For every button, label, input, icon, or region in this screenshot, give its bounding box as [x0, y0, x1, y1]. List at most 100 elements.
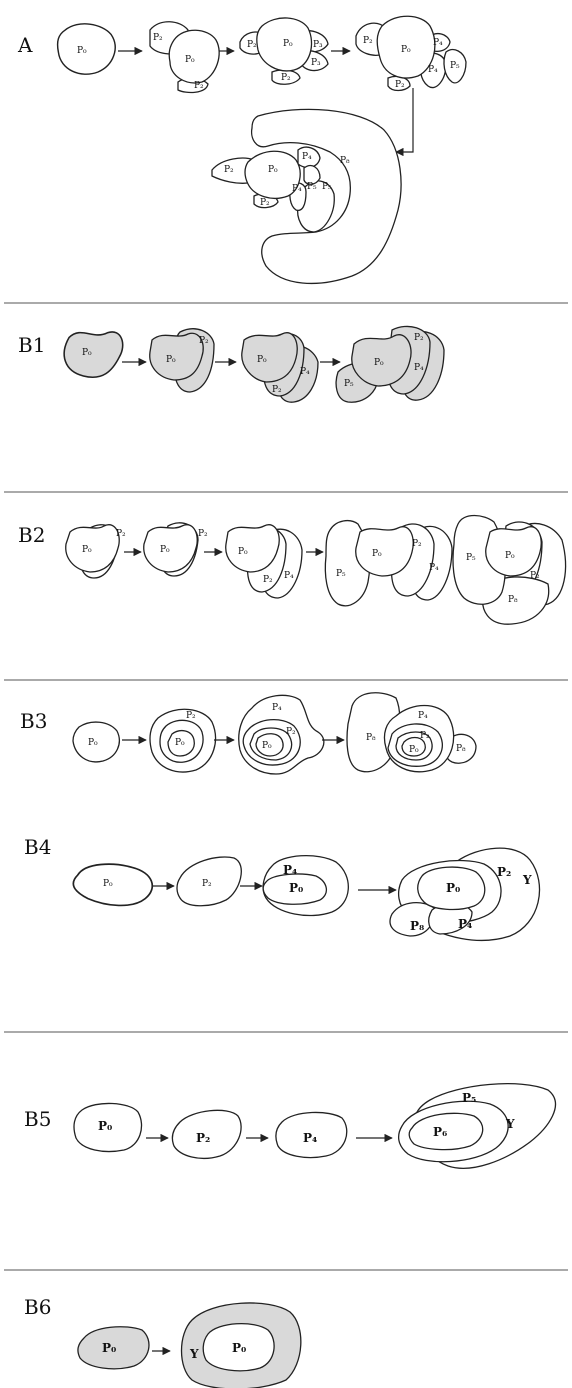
label-p4: P₄ — [429, 563, 439, 573]
section-label-b4: B4 — [24, 835, 51, 859]
stage-b3-4: P₈ P₄ P₂ P₀ P₈ — [347, 693, 476, 772]
label-y: Y — [505, 1117, 515, 1131]
stage-a1: P₀ — [58, 24, 116, 74]
label-p0: P₀ — [289, 881, 303, 895]
label-p0: P₀ — [232, 1341, 246, 1355]
label-p8: P₈ — [456, 744, 466, 754]
stage-b2-3: P₀ P₂ P₄ — [226, 525, 302, 598]
label-p2: P₂ — [186, 711, 196, 721]
section-label-b2: B2 — [18, 523, 45, 547]
stage-b4-4: P₂ Y P₀ P₈ P₄ — [390, 848, 540, 940]
label-p4: P₄ — [302, 152, 312, 162]
arrow — [396, 88, 413, 152]
label-p2: P₂ — [260, 198, 270, 208]
label-p4: P₄ — [418, 711, 428, 721]
label-p2: P₂ — [153, 33, 163, 43]
stage-b5-2: P₂ — [172, 1110, 241, 1158]
label-p2: P₂ — [281, 73, 291, 83]
label-p5: P₅ — [322, 182, 332, 192]
label-p0: P₀ — [102, 1341, 116, 1355]
stage-a4: P₂ P₀ P₄ P₄ P₅ P₂ — [356, 16, 466, 90]
label-p0: P₀ — [98, 1119, 112, 1133]
stage-b4-1: P₀ — [73, 864, 152, 905]
label-p0: P₀ — [262, 741, 272, 751]
label-p0: P₀ — [185, 55, 195, 65]
label-p2: P₂ — [497, 865, 511, 879]
section-label-a: A — [17, 33, 33, 57]
stage-b3-1: P₀ — [73, 722, 119, 762]
stage-b4-3: P₄ P₀ — [263, 856, 348, 916]
label-p2: P₂ — [116, 529, 126, 539]
label-p2: P₂ — [194, 81, 204, 91]
label-p3: P₃ — [313, 40, 323, 50]
label-p0: P₀ — [372, 549, 382, 559]
label-p2: P₂ — [263, 575, 273, 585]
label-p2: P₂ — [202, 879, 212, 889]
label-p0: P₀ — [374, 358, 384, 368]
label-p0: P₀ — [505, 551, 515, 561]
label-p2: P₂ — [414, 333, 424, 343]
label-p4: P₄ — [433, 38, 443, 48]
label-p4: P₄ — [283, 863, 297, 877]
label-p5: P₅ — [307, 182, 317, 192]
stage-a3: P₂ P₀ P₃ P₃ P₂ — [240, 18, 328, 84]
stage-b2-4: P₅ P₀ P₂ P₄ — [325, 521, 452, 606]
label-p0: P₀ — [268, 165, 278, 175]
label-p5: P₅ — [344, 379, 354, 389]
label-p2: P₂ — [363, 36, 373, 46]
stage-b1-4: P₀ P₂ P₄ P₅ — [336, 326, 444, 402]
label-p8: P₈ — [340, 156, 350, 166]
label-p0: P₀ — [166, 355, 176, 365]
label-y: Y — [522, 873, 532, 887]
label-p5: P₅ — [462, 1091, 476, 1105]
label-p2: P₂ — [272, 385, 282, 395]
label-p2: P₂ — [412, 539, 422, 549]
label-p0: P₀ — [88, 738, 98, 748]
label-p5: P₅ — [450, 61, 460, 71]
section-label-b1: B1 — [18, 333, 45, 357]
label-p0: P₀ — [401, 45, 411, 55]
label-p4: P₄ — [300, 367, 310, 377]
label-p0: P₀ — [283, 39, 293, 49]
label-p2: P₂ — [198, 529, 208, 539]
label-p5: P₅ — [466, 553, 476, 563]
label-p0: P₀ — [238, 547, 248, 557]
stage-b4-2: P₂ — [177, 857, 241, 906]
label-p4: P₄ — [414, 363, 424, 373]
stage-b5-4: P₅ P₆ Y — [399, 1084, 556, 1169]
stage-b3-3: P₄ P₂ P₀ — [239, 695, 324, 774]
label-p3: P₃ — [311, 58, 321, 68]
label-p2: P₂ — [247, 40, 257, 50]
stage-a2: P₂ P₀ P₂ — [150, 22, 219, 93]
label-p8: P₈ — [410, 919, 424, 933]
label-p4: P₄ — [292, 184, 302, 194]
section-label-b5: B5 — [24, 1107, 51, 1131]
stage-b1-1: P₀ — [64, 332, 123, 377]
label-y: Y — [189, 1347, 199, 1361]
label-p4: P₄ — [284, 571, 294, 581]
stage-b1-3: P₀ P₄ P₂ — [242, 333, 318, 402]
label-p0: P₀ — [103, 879, 113, 889]
stage-b2-5: P₅ P₀ P₂ P₈ — [453, 516, 566, 625]
label-p0: P₀ — [257, 355, 267, 365]
label-p4: P₄ — [272, 703, 282, 713]
label-p0: P₀ — [82, 348, 92, 358]
label-p8: P₈ — [508, 595, 518, 605]
stage-a5: P₂ P₀ P₄ P₄ P₅ P₅ P₈ P₂ — [212, 109, 401, 283]
stage-b1-2: P₂ P₀ — [150, 329, 214, 392]
label-p2: P₂ — [286, 727, 296, 737]
label-p4: P₄ — [303, 1131, 317, 1145]
label-p2: P₂ — [199, 336, 209, 346]
stage-b2-1: P₂ P₀ — [66, 525, 126, 578]
section-label-b3: B3 — [20, 709, 47, 733]
stage-b6-1: P₀ — [78, 1327, 149, 1369]
label-p5: P₅ — [336, 569, 346, 579]
label-p0: P₀ — [409, 745, 419, 755]
label-p4: P₄ — [458, 917, 472, 931]
label-p2: P₂ — [224, 165, 234, 175]
label-p2: P₂ — [420, 731, 430, 741]
label-p6: P₆ — [433, 1125, 447, 1139]
stage-b2-2: P₂ P₀ — [144, 523, 208, 576]
stage-b3-2: P₂ P₀ — [150, 709, 215, 772]
